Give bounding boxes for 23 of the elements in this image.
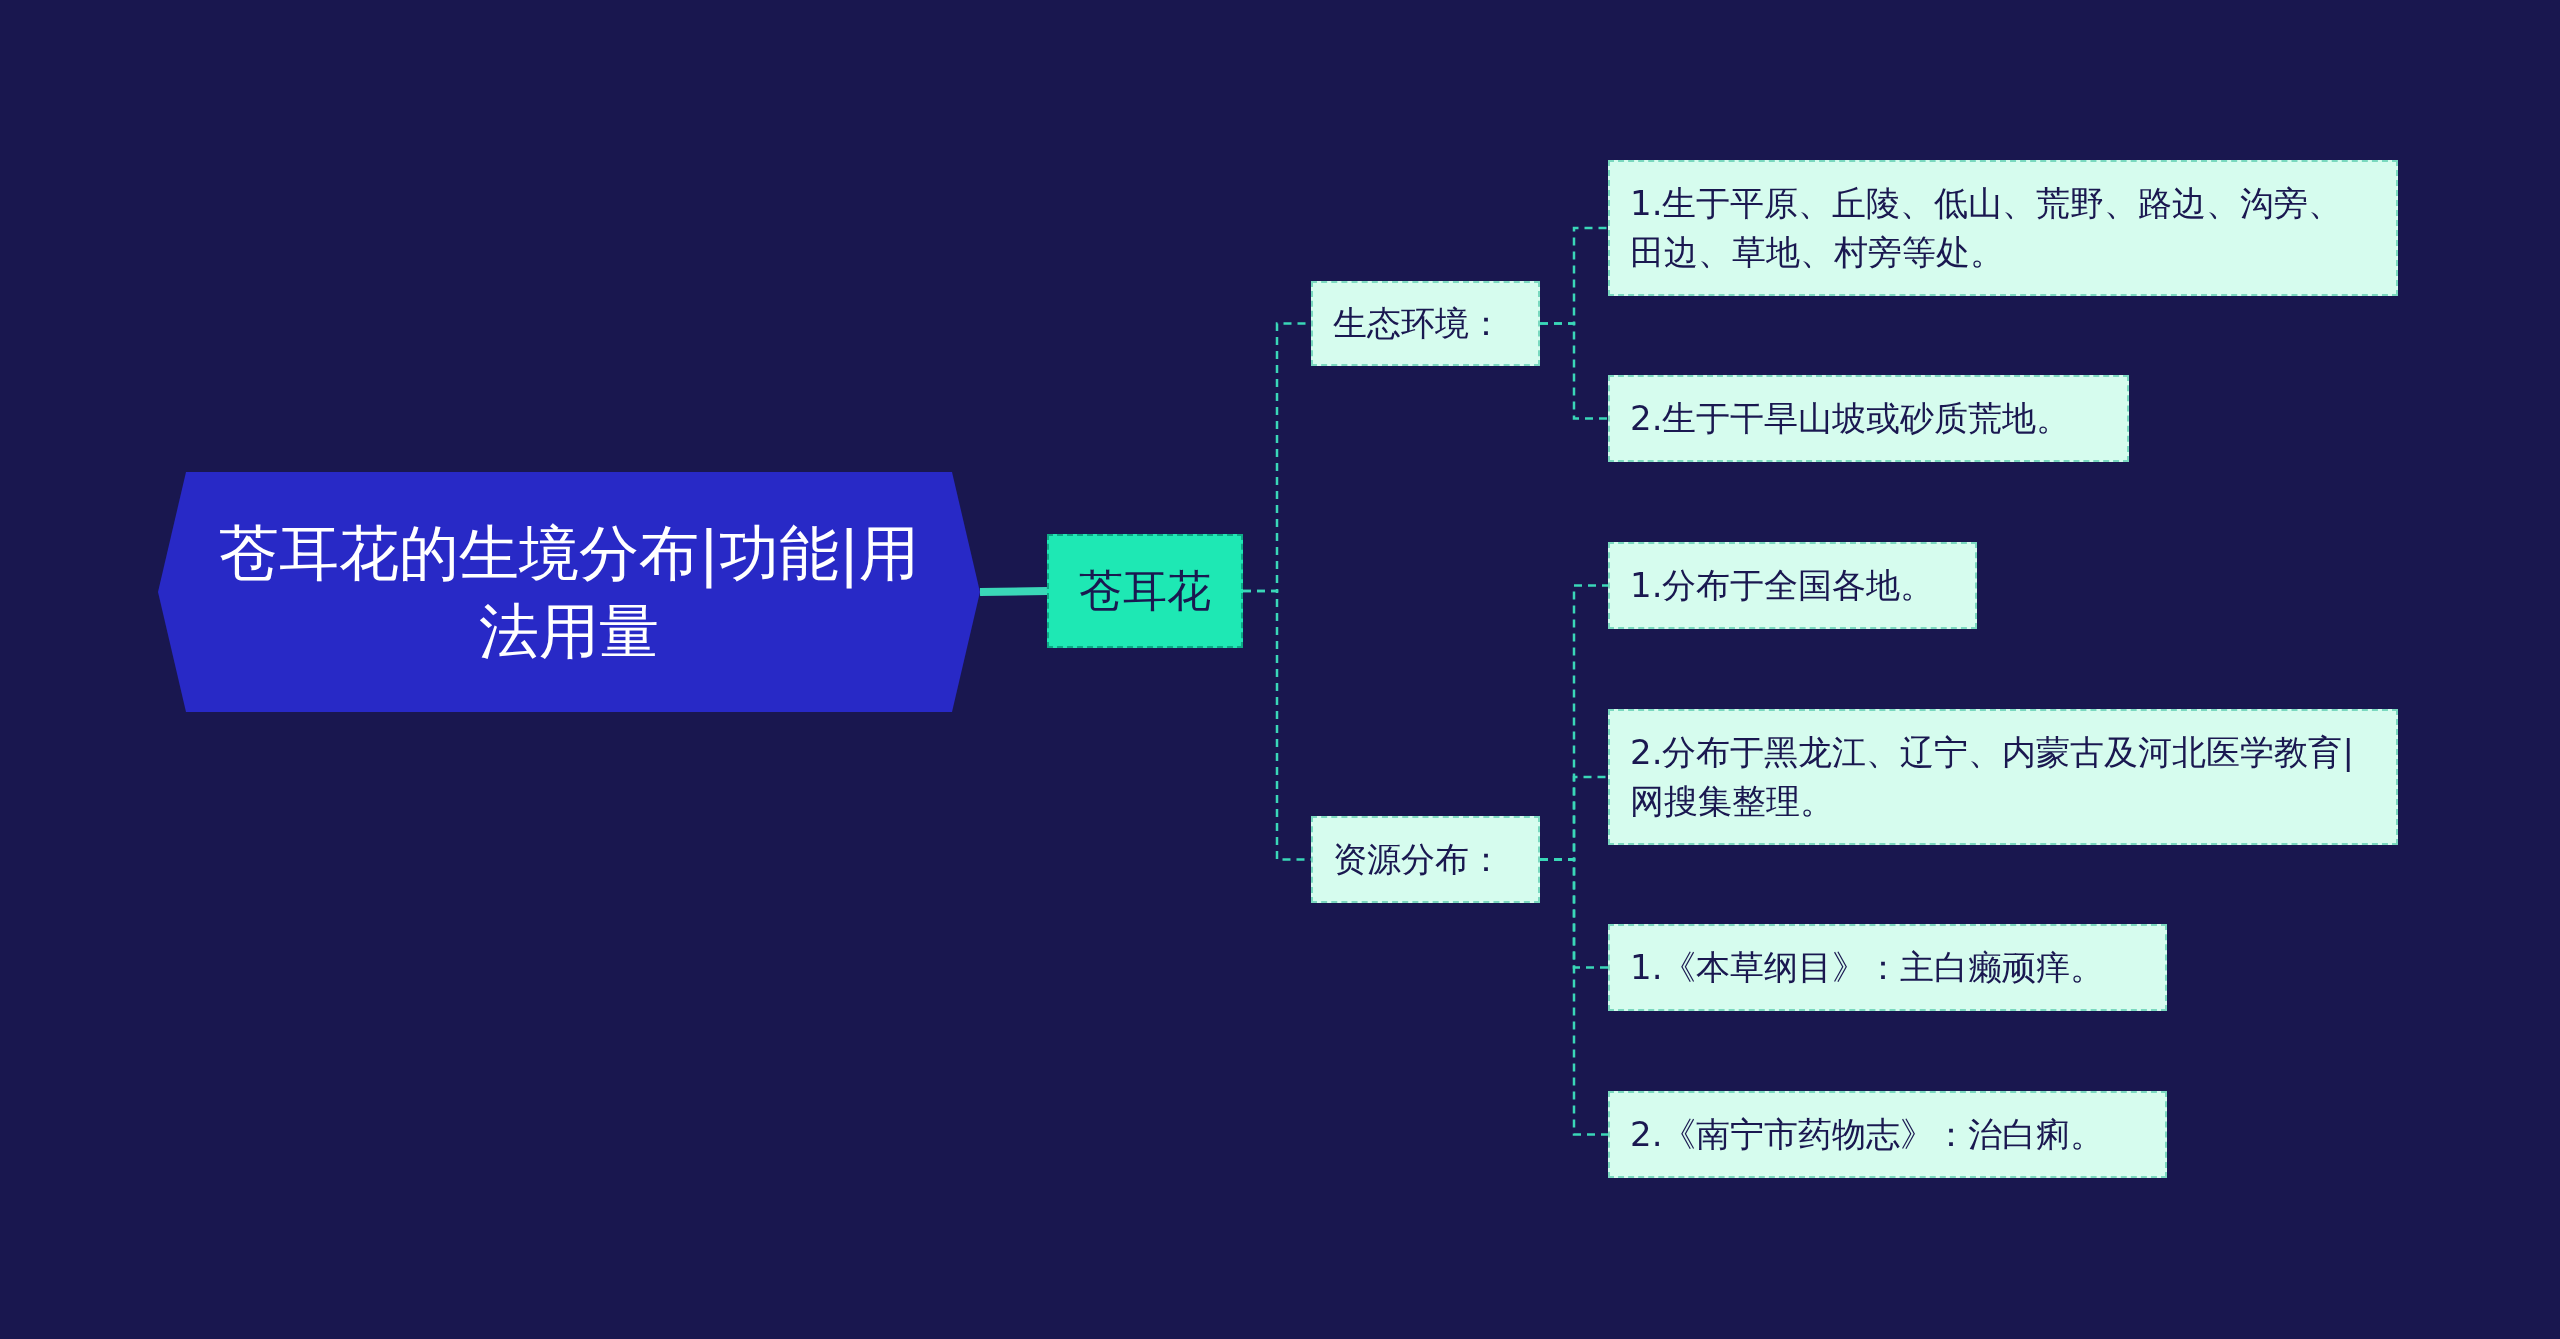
- connector-line: [1540, 322, 1608, 420]
- leaf-node: [1608, 375, 2129, 462]
- node-text: 生态环境：: [1333, 302, 1503, 345]
- category-node: [1311, 816, 1540, 903]
- node-text: 2.分布于黑龙江、辽宁、内蒙古及河北医学教育|网搜集整理。: [1630, 730, 2355, 823]
- leaf-node: [1608, 709, 2398, 845]
- connector-line: [979, 587, 1048, 596]
- branch-node: [1047, 534, 1243, 648]
- connector-line: [1540, 858, 1608, 1136]
- leaf-node: [1608, 1091, 2167, 1178]
- node-text: 2.《南宁市药物志》：治白痢。: [1630, 1112, 2105, 1156]
- leaf-node: [1608, 924, 2167, 1011]
- node-text: 苍耳花: [1079, 564, 1211, 618]
- node-text: 1.生于平原、丘陵、低山、荒野、路边、沟旁、田边、草地、村旁等处。: [1630, 181, 2344, 274]
- node-text: 1.分布于全国各地。: [1630, 563, 1935, 607]
- node-text: 苍耳花的生境分布|功能|用法用量: [217, 517, 921, 668]
- topic-node: [158, 472, 980, 712]
- leaf-node: [1608, 160, 2398, 296]
- node-text: 1.《本草纲目》：主白癞顽痒。: [1630, 945, 2105, 989]
- category-node: [1311, 281, 1540, 366]
- node-text: 2.生于干旱山坡或砂质荒地。: [1630, 396, 2071, 440]
- node-text: 资源分布：: [1333, 838, 1503, 881]
- leaf-node: [1608, 542, 1977, 629]
